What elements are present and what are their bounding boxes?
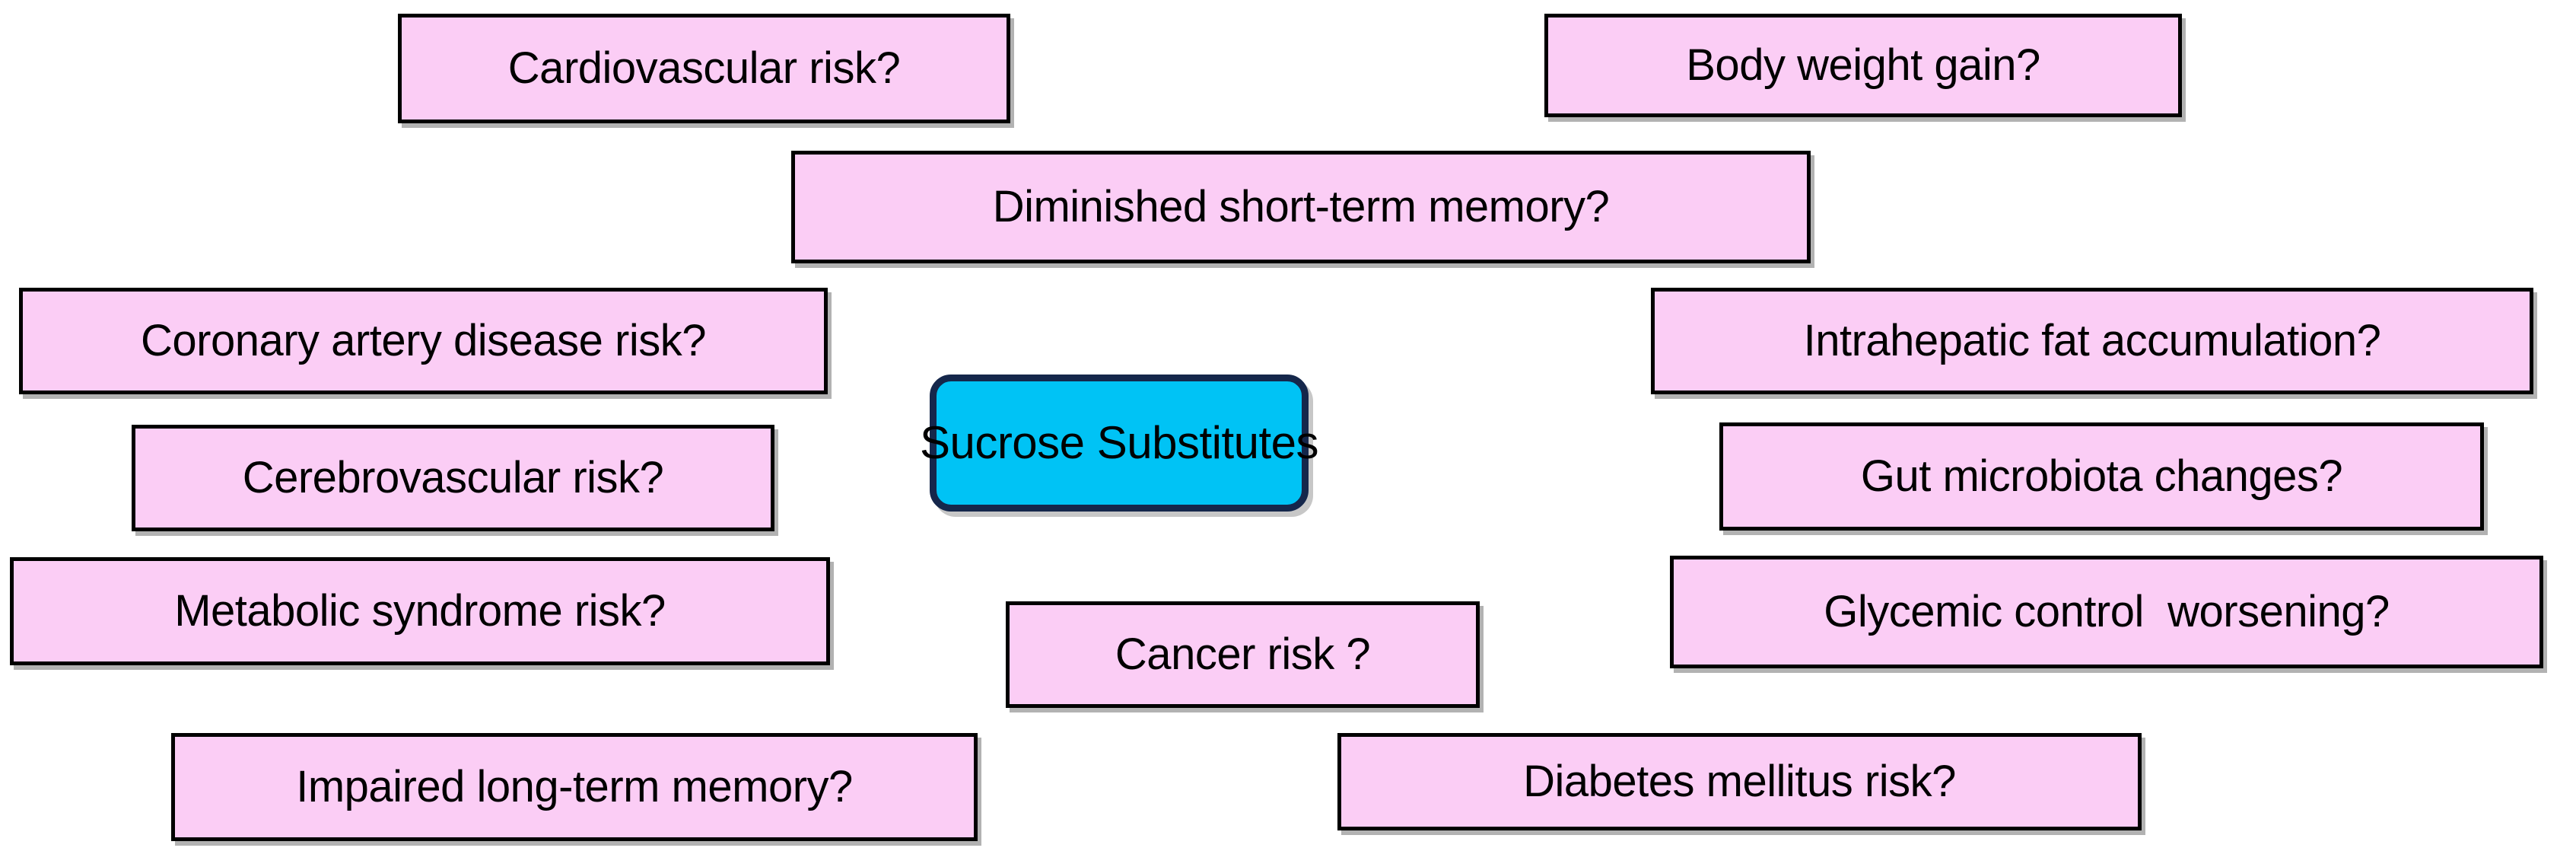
concern-node-cancer-risk[interactable]: Cancer risk ? — [1006, 601, 1480, 708]
concern-node-label: Cerebrovascular risk? — [242, 453, 664, 502]
concern-node-label: Coronary artery disease risk? — [140, 316, 707, 365]
concern-node-body-weight-gain[interactable]: Body weight gain? — [1544, 14, 2182, 117]
center-node-label: Sucrose Substitutes — [919, 417, 1319, 468]
concern-node-label: Diabetes mellitus risk? — [1523, 757, 1956, 806]
concern-node-diminished-short-term-memory[interactable]: Diminished short-term memory? — [791, 151, 1811, 263]
concern-node-label: Impaired long-term memory? — [296, 762, 853, 811]
concern-node-label: Gut microbiota changes? — [1860, 451, 2343, 501]
center-node-sucrose-substitutes[interactable]: Sucrose Substitutes — [920, 375, 1319, 512]
concern-node-label: Body weight gain? — [1686, 40, 2040, 90]
concern-node-label: Glycemic control worsening? — [1824, 587, 2390, 636]
concern-node-diabetes-mellitus-risk[interactable]: Diabetes mellitus risk? — [1337, 733, 2142, 830]
concern-node-label: Cancer risk ? — [1115, 630, 1371, 679]
concern-node-cardiovascular-risk[interactable]: Cardiovascular risk? — [398, 14, 1010, 123]
concern-node-metabolic-syndrome-risk[interactable]: Metabolic syndrome risk? — [10, 557, 830, 665]
concern-node-cerebrovascular-risk[interactable]: Cerebrovascular risk? — [132, 425, 774, 531]
concern-node-coronary-artery-disease-risk[interactable]: Coronary artery disease risk? — [19, 288, 828, 394]
concern-node-gut-microbiota-changes[interactable]: Gut microbiota changes? — [1719, 422, 2484, 531]
concern-node-impaired-long-term-memory[interactable]: Impaired long-term memory? — [171, 733, 978, 841]
concern-node-glycemic-control-worsening[interactable]: Glycemic control worsening? — [1670, 556, 2543, 668]
concern-node-label: Metabolic syndrome risk? — [174, 586, 666, 636]
concern-node-intrahepatic-fat-accumulation[interactable]: Intrahepatic fat accumulation? — [1651, 288, 2533, 394]
concern-node-label: Cardiovascular risk? — [507, 43, 901, 93]
concern-node-label: Diminished short-term memory? — [992, 182, 1610, 231]
concern-node-label: Intrahepatic fat accumulation? — [1803, 316, 2381, 365]
